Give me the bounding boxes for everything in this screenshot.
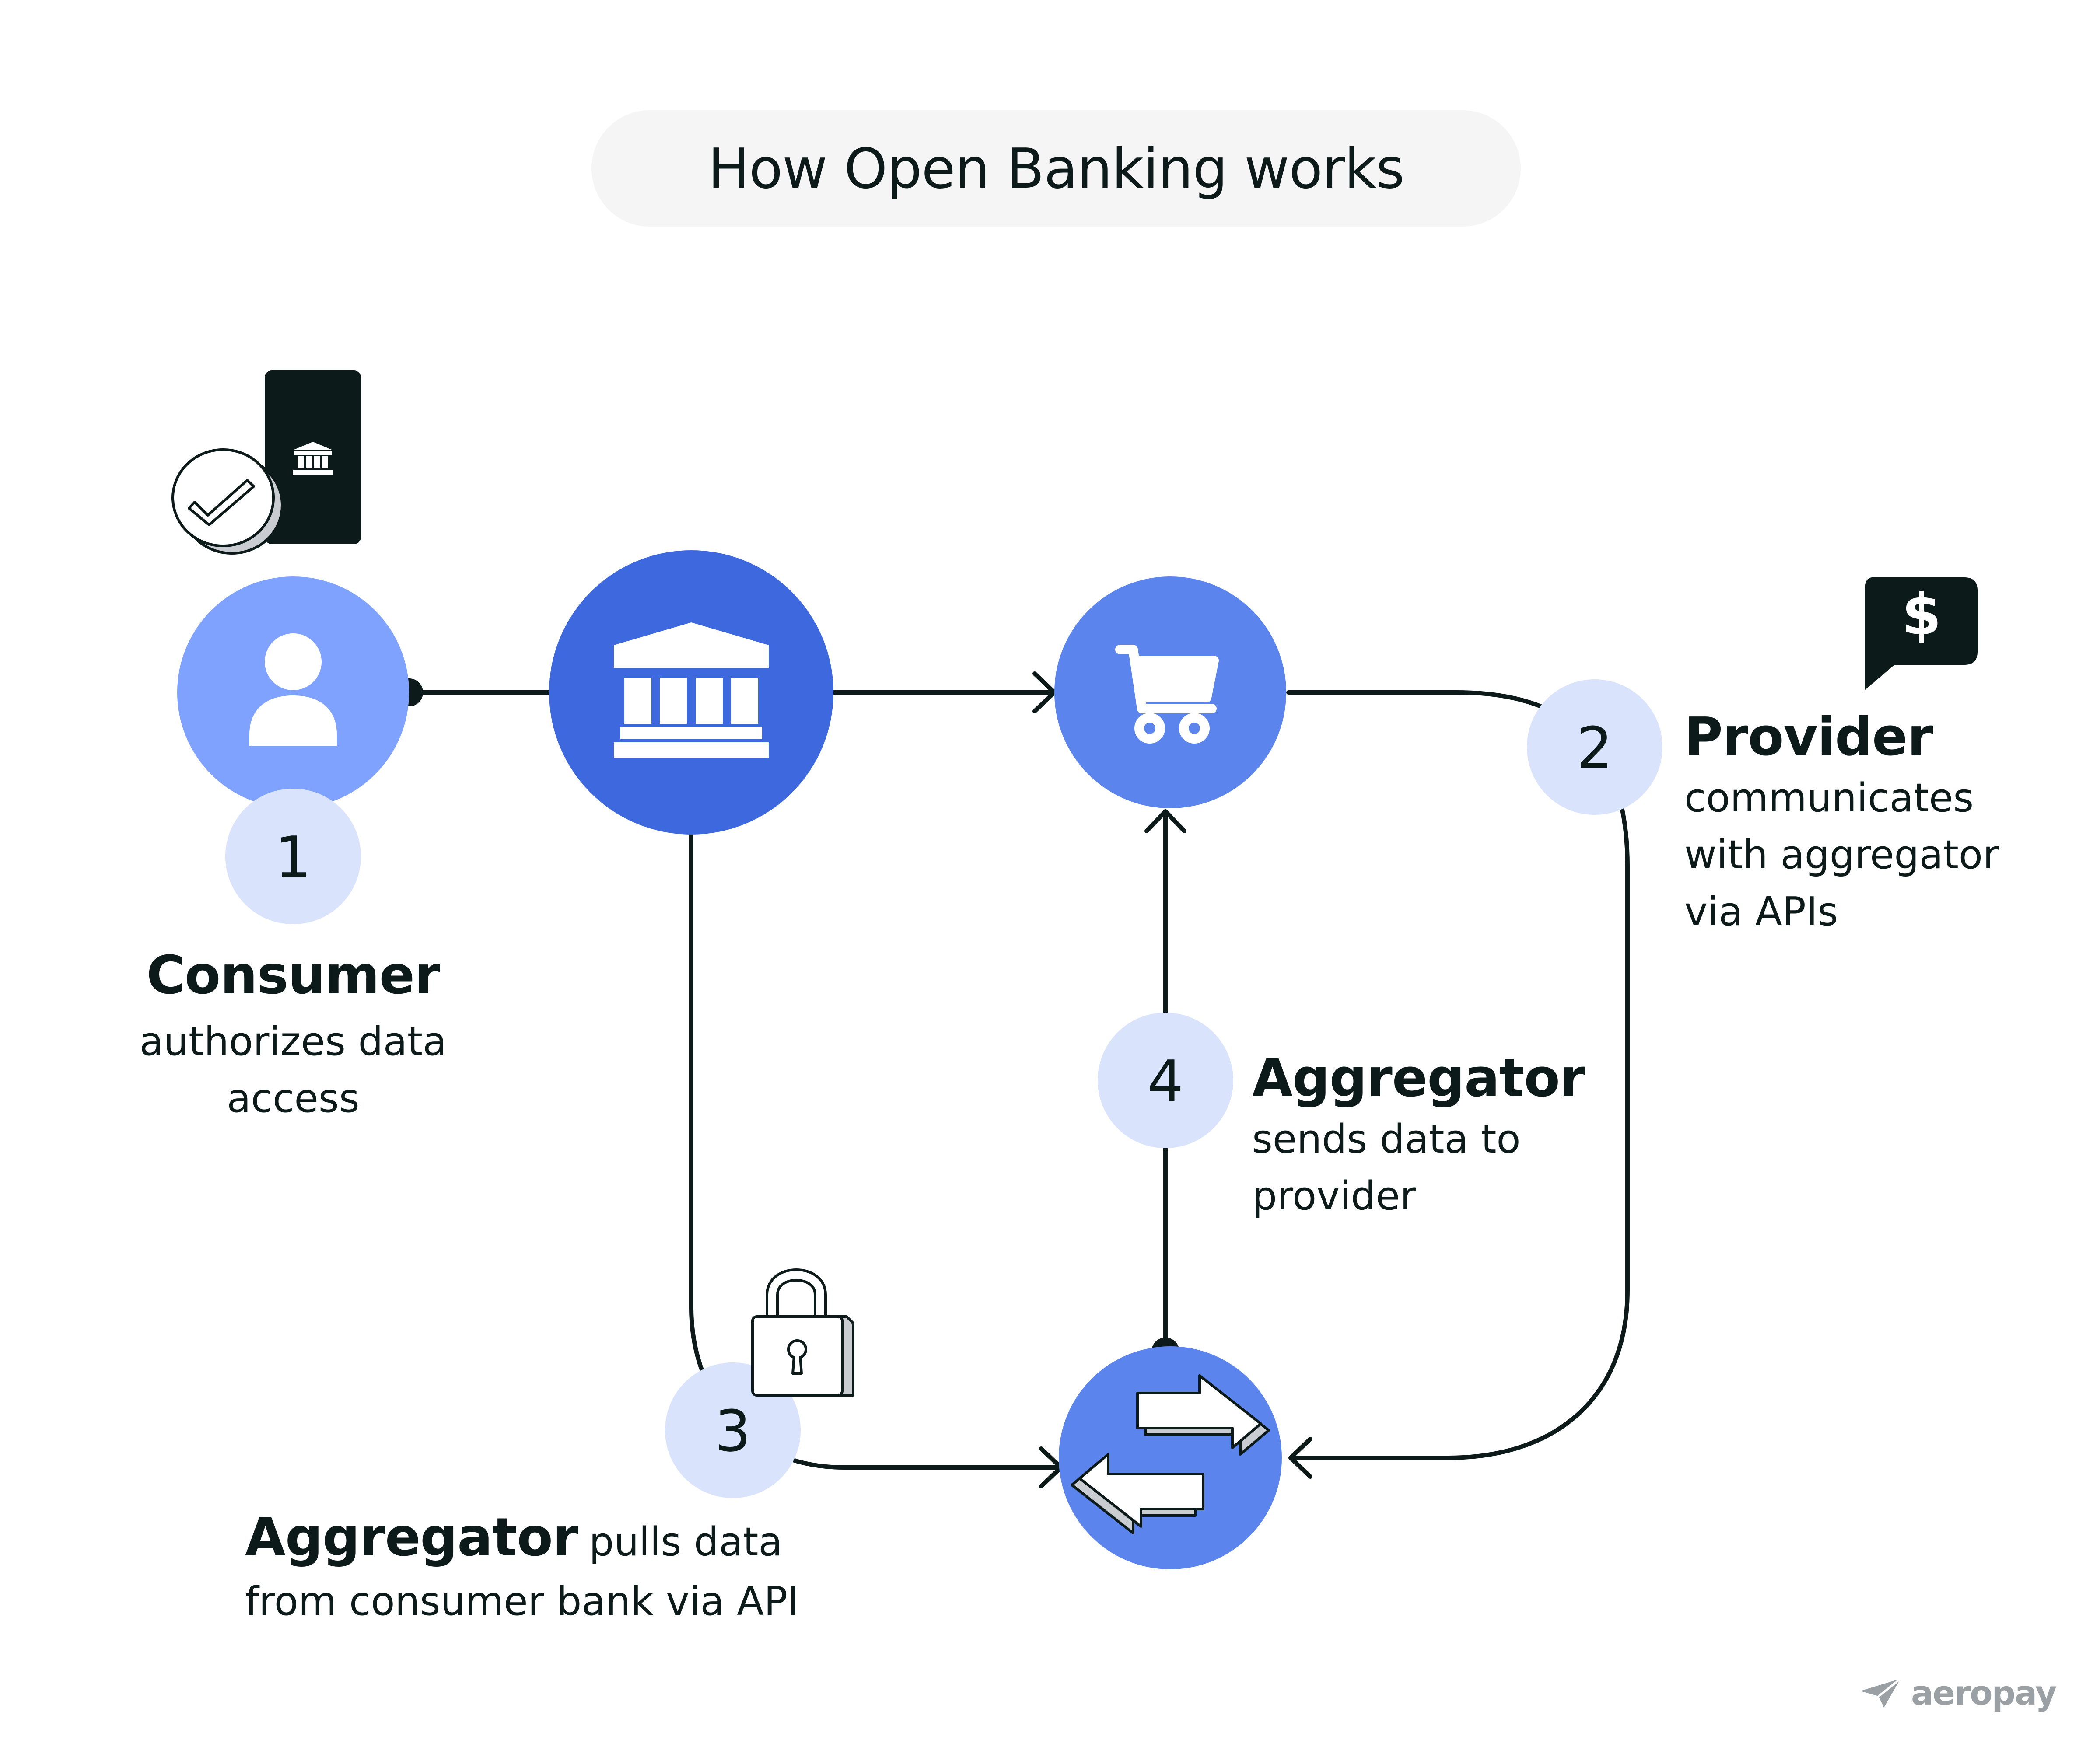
step-2-label: Provider communicates with aggregator vi… (1684, 709, 2078, 940)
step-3-number: 3 (715, 1398, 751, 1464)
bank-circle (549, 550, 833, 835)
checkmark-badge-icon (172, 448, 284, 555)
brand-name: aeropay (1911, 1673, 2057, 1712)
step-2-number: 2 (1577, 715, 1613, 781)
step-2-heading: Provider (1684, 707, 1933, 768)
step-2-badge: 2 (1527, 679, 1662, 815)
bank-icon (614, 622, 769, 758)
step-2-text-line-3: via APIs (1684, 889, 1838, 935)
step-1-text-line-2: access (227, 1076, 360, 1121)
person-icon (249, 633, 337, 746)
step-4-text-line-2: provider (1252, 1173, 1416, 1219)
phone-bank-icon (265, 370, 361, 544)
dollar-chat-icon: $ (1865, 577, 1978, 690)
paper-plane-icon (1860, 1677, 1901, 1708)
title-pill: How Open Banking works (592, 110, 1521, 227)
step-1-heading: Consumer (146, 945, 440, 1006)
step-4-heading: Aggregator (1252, 1048, 1586, 1109)
consumer-circle (177, 576, 409, 808)
arrowhead-provider-bottom (1144, 809, 1186, 833)
provider-node (1054, 576, 1286, 808)
step-4-label: Aggregator sends data to provider (1252, 1050, 1646, 1225)
shopping-cart-icon (1115, 645, 1219, 744)
consumer-node (177, 576, 409, 808)
step-1-text-line-1: authorizes data (139, 1019, 447, 1065)
arrowhead-aggregator-right (1288, 1437, 1312, 1479)
aggregator-circle (1059, 1346, 1282, 1569)
step-3-label: Aggregator pulls data from consumer bank… (245, 1509, 814, 1630)
step-4-text-line-1: sends data to (1252, 1116, 1521, 1162)
step-3-text-line-1: pulls data (589, 1519, 783, 1565)
step-4-number: 4 (1148, 1048, 1184, 1114)
bank-node (549, 550, 833, 835)
step-2-text-line-2: with aggregator (1684, 832, 1999, 878)
exchange-arrows-icon (1071, 1374, 1270, 1534)
page-title: How Open Banking works (708, 136, 1404, 201)
step-3-text-line-2: from consumer bank via API (245, 1579, 799, 1624)
step-1-label: Consumer authorizes data access (118, 947, 468, 1127)
step-4-badge: 4 (1098, 1013, 1233, 1148)
svg-text:$: $ (1902, 581, 1941, 648)
step-1-number: 1 (275, 824, 312, 891)
padlock-icon (751, 1268, 854, 1397)
step-2-text-line-1: communicates (1684, 775, 1974, 821)
aggregator-node (1059, 1346, 1282, 1569)
step-1-badge: 1 (225, 789, 361, 924)
brand-logo: aeropay (1859, 1673, 2057, 1712)
step-3-heading: Aggregator (245, 1507, 578, 1568)
